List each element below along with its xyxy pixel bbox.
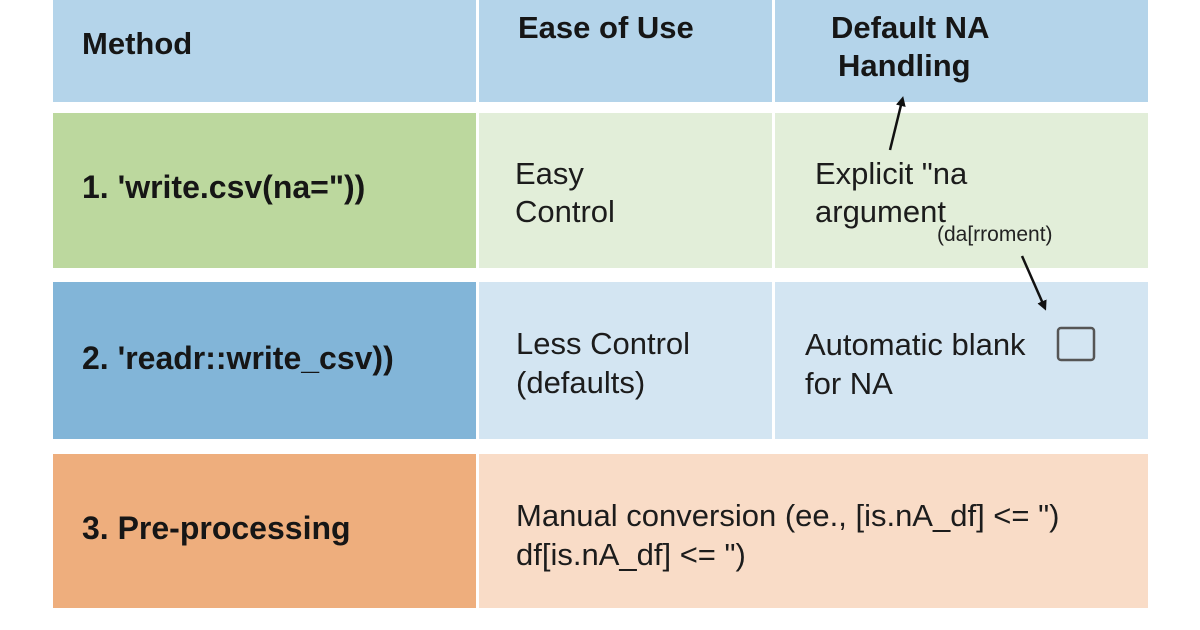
row2-method-label: 2. 'readr::write_csv)) (82, 340, 394, 376)
row2-ease-cell: Less Control (defaults) (479, 282, 772, 439)
row3-description-cell: Manual conversion (ee., [is.nA_df] <= ")… (479, 454, 1148, 608)
row1-na-cell: Explicit "na argument (da[rroment) (775, 113, 1148, 268)
row3-desc-line1: Manual conversion (ee., [is.nA_df] <= ") (516, 498, 1060, 533)
row2-ease-line2: (defaults) (516, 365, 646, 400)
row3-method-cell: 3. Pre-processing (53, 454, 476, 608)
header-method-label: Method (82, 26, 193, 61)
header-default-na-line2: Handling (838, 48, 971, 83)
row2-method-cell: 2. 'readr::write_csv)) (53, 282, 476, 439)
header-default-na-line1: Default NA (831, 10, 990, 45)
row1-ease-line1: Easy (515, 156, 584, 191)
row1-na-line1: Explicit "na (815, 156, 968, 191)
row2-na-line2: for NA (805, 366, 893, 401)
row3-desc-line2: df[is.nA_df] <= ") (516, 537, 746, 572)
header-cell-default-na-handling: Default NA Handling (775, 0, 1148, 102)
row2-na-cell: Automatic blank for NA (775, 282, 1148, 439)
row2-na-line1: Automatic blank (805, 327, 1026, 362)
row1-method-cell: 1. 'write.csv(na=")) (53, 113, 476, 268)
row2-ease-line1: Less Control (516, 326, 691, 361)
row1-ease-cell: Easy Control (479, 113, 772, 268)
row1-method-label: 1. 'write.csv(na=")) (82, 169, 366, 205)
header-ease-label: Ease of Use (518, 10, 694, 45)
row1-na-line2: argument (815, 194, 946, 229)
row3-method-label: 3. Pre-processing (82, 510, 351, 546)
header-cell-method: Method (53, 0, 476, 102)
row1-ease-line2: Control (515, 194, 615, 229)
header-cell-ease-of-use: Ease of Use (479, 0, 772, 102)
row1-na-note: (da[rroment) (937, 223, 1053, 246)
